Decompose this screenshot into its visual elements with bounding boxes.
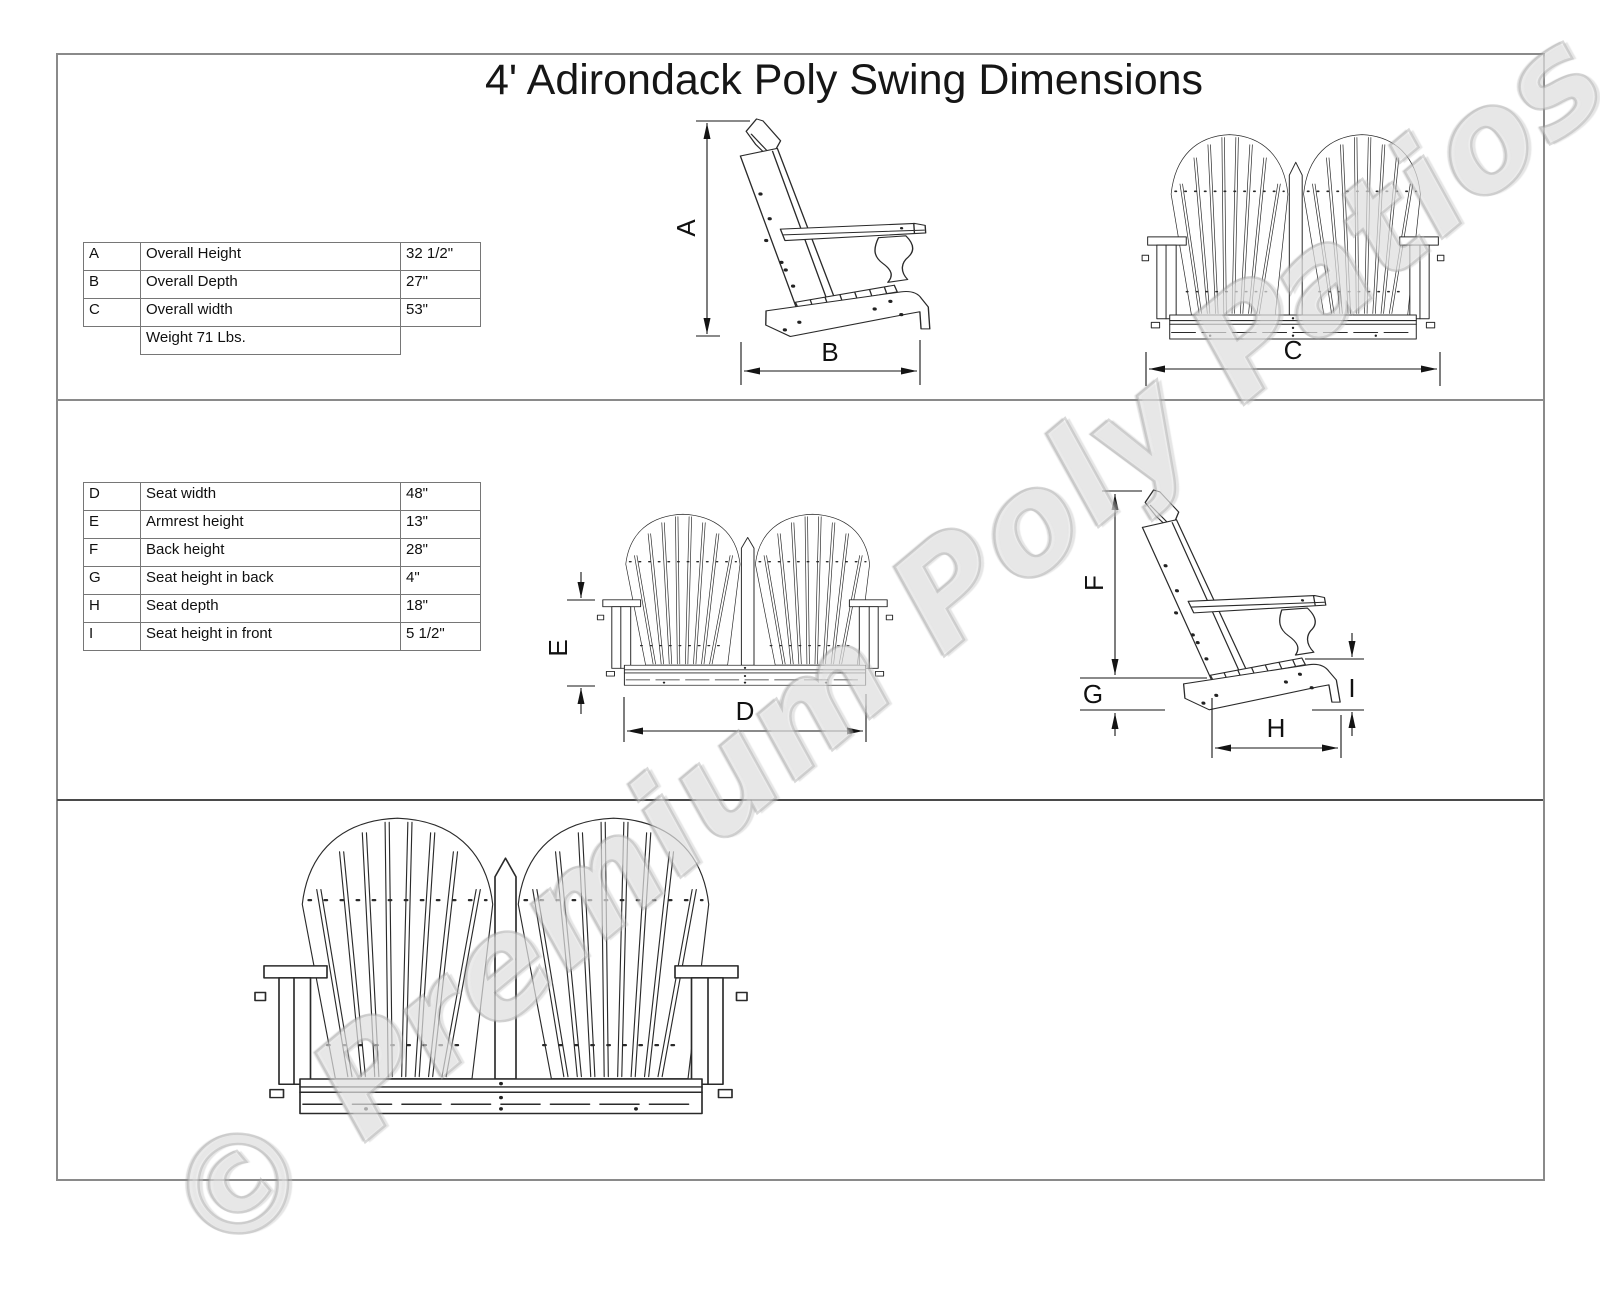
- seat-dimensions-table: D Seat width 48" E Armrest height 13" F …: [83, 482, 481, 651]
- dim-value-cell: 18": [400, 594, 481, 623]
- sheet-border: [56, 53, 1545, 1181]
- dimension-a: [696, 120, 750, 337]
- dim-label-a: A: [671, 219, 701, 237]
- dim-key-cell: I: [83, 622, 141, 651]
- table-row: G Seat height in back 4": [83, 566, 481, 595]
- dim-label-cell: Back height: [140, 538, 401, 567]
- side-view-drawing-ab: A B: [671, 118, 934, 385]
- dim-label-c: C: [1284, 335, 1303, 365]
- swing-rear-view: [255, 818, 747, 1113]
- rear-view-drawing: [255, 818, 747, 1113]
- dim-label-cell: Seat width: [140, 482, 401, 511]
- table-row: A Overall Height 32 1/2": [83, 242, 481, 271]
- table-row: H Seat depth 18": [83, 594, 481, 623]
- dimension-b: [740, 340, 921, 385]
- dim-label-e: E: [543, 639, 573, 656]
- front-view-drawing-de: E D: [543, 514, 893, 742]
- swing-side-view: [1135, 489, 1345, 711]
- technical-drawings: A B C: [0, 118, 1600, 1236]
- table-row: I Seat height in front 5 1/2": [83, 622, 481, 651]
- section-divider-top: [57, 399, 1543, 401]
- table-row: F Back height 28": [83, 538, 481, 567]
- table-row: C Overall width 53": [83, 298, 481, 327]
- table-row: B Overall Depth 27": [83, 270, 481, 299]
- dim-label-d: D: [736, 696, 755, 726]
- dim-label-cell: Seat height in front: [140, 622, 401, 651]
- dim-label-cell: Overall width: [140, 298, 401, 327]
- dim-key-cell: H: [83, 594, 141, 623]
- table-row-weight: Weight 71 Lbs.: [84, 326, 481, 355]
- dimension-i: [1305, 633, 1364, 736]
- dim-value-cell: 27": [400, 270, 481, 299]
- dim-value-cell: 28": [400, 538, 481, 567]
- front-view-drawing-c: C: [1142, 135, 1444, 386]
- dim-label-cell: Seat depth: [140, 594, 401, 623]
- dimension-h: [1211, 698, 1342, 758]
- overall-dimensions-table: A Overall Height 32 1/2" B Overall Depth…: [83, 242, 481, 355]
- dim-label-b: B: [821, 337, 838, 367]
- swing-front-view: [1142, 135, 1444, 339]
- swing-front-view: [597, 514, 892, 685]
- table-row: D Seat width 48": [83, 482, 481, 511]
- swing-side-view: [737, 118, 934, 338]
- dim-label-g: G: [1083, 679, 1103, 709]
- dim-label-cell: Overall Height: [140, 242, 401, 271]
- dimension-g: [1080, 677, 1207, 736]
- dim-label-cell: Seat height in back: [140, 566, 401, 595]
- side-view-drawing-fghi: F G H I: [1079, 489, 1364, 758]
- weight-note-cell: Weight 71 Lbs.: [140, 326, 401, 355]
- dimension-f: [1102, 490, 1142, 675]
- dim-label-i: I: [1348, 673, 1355, 703]
- dim-value-cell: 13": [400, 510, 481, 539]
- dim-label-h: H: [1267, 713, 1286, 743]
- page-title: 4' Adirondack Poly Swing Dimensions: [484, 56, 1204, 104]
- dim-label-f: F: [1079, 575, 1109, 591]
- section-divider-bottom: [57, 799, 1543, 801]
- dim-value-cell: 53": [400, 298, 481, 327]
- table-row: E Armrest height 13": [83, 510, 481, 539]
- dimension-e: [567, 572, 595, 714]
- dim-key-cell: B: [83, 270, 141, 299]
- dim-label-cell: Overall Depth: [140, 270, 401, 299]
- dim-key-cell: D: [83, 482, 141, 511]
- dimension-d: [623, 694, 867, 742]
- dim-key-cell: E: [83, 510, 141, 539]
- dimension-c: [1145, 352, 1441, 386]
- dim-value-cell: 5 1/2": [400, 622, 481, 651]
